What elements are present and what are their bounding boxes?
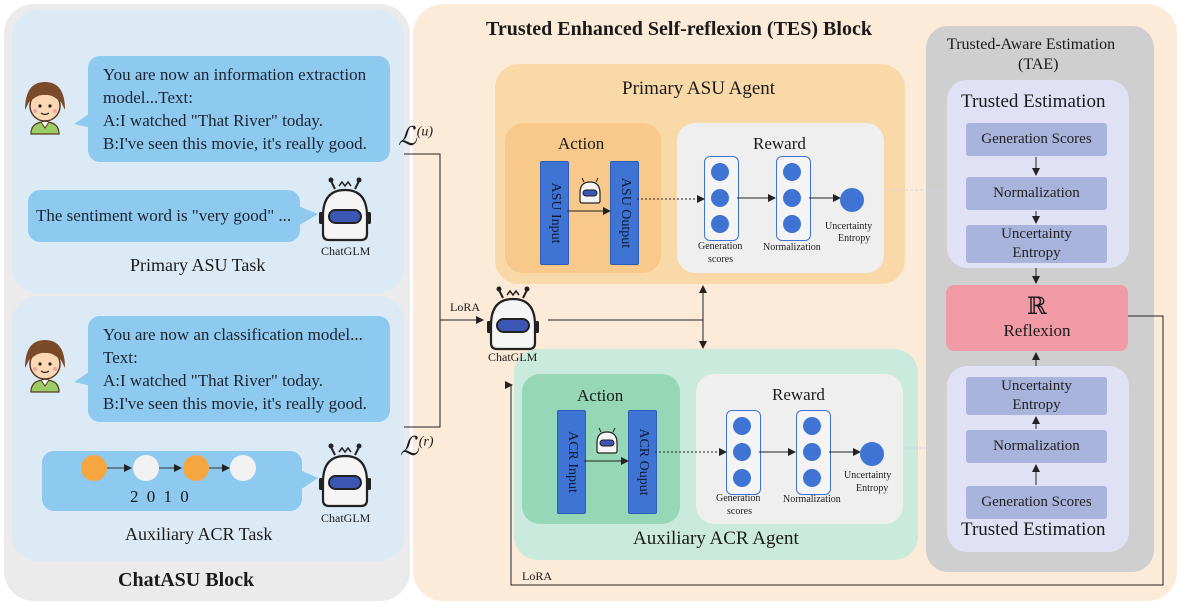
primary-prompt-line-2: model...Text: bbox=[103, 88, 193, 107]
user-avatar-icon bbox=[24, 339, 66, 393]
primary-norm-label: Normalization bbox=[763, 242, 821, 253]
aux-unc-label-2: Entropy bbox=[856, 483, 889, 494]
action-arrows bbox=[567, 195, 727, 465]
tae-title-2: (TAE) bbox=[1018, 56, 1059, 73]
user-avatar-icon bbox=[24, 81, 66, 135]
aux-sequence-chain bbox=[81, 455, 256, 481]
top-uncertainty-box: Uncertainty Entropy bbox=[966, 225, 1107, 263]
acr-input-bar: ACR Input bbox=[557, 410, 586, 514]
loss-r-sup: (r) bbox=[418, 434, 434, 450]
chatasu-block-title: ChatASU Block bbox=[118, 569, 255, 591]
top-generation-scores-box: Generation Scores bbox=[966, 123, 1107, 156]
small-robot-icon bbox=[579, 177, 601, 204]
aux-prompt-bubble bbox=[88, 316, 390, 422]
primary-agent-title: Primary ASU Agent bbox=[622, 78, 776, 99]
primary-prompt-bubble-tail bbox=[74, 112, 92, 128]
top-normalization-box: Normalization bbox=[966, 177, 1107, 210]
aux-task-label: Auxiliary ACR Task bbox=[125, 524, 273, 544]
aux-sequence-bubble-tail bbox=[300, 470, 318, 490]
bottom-generation-scores-box: Generation Scores bbox=[966, 486, 1107, 519]
trusted-estimation-bottom-title: Trusted Estimation bbox=[961, 519, 1106, 540]
small-robot-icon bbox=[596, 427, 618, 454]
primary-response-text: The sentiment word is "very good" ... bbox=[36, 206, 292, 225]
center-bot-label: ChatGLM bbox=[488, 350, 538, 364]
aux-unc-label-1: Uncertainty bbox=[844, 470, 892, 481]
aux-norm-label: Normalization bbox=[783, 494, 841, 505]
tae-title-1: Trusted-Aware Estimation bbox=[947, 36, 1116, 53]
primary-task-label: Primary ASU Task bbox=[130, 255, 266, 275]
acr-output-bar: ACR Ouput bbox=[628, 410, 657, 514]
asu-output-bar: ASU Output bbox=[610, 161, 639, 265]
tes-block-title: Trusted Enhanced Self-reflexion (TES) Bl… bbox=[486, 18, 872, 40]
chatglm-robot-icon bbox=[317, 176, 373, 242]
aux-prompt-line-2: Text: bbox=[103, 348, 138, 367]
aux-agent-title: Auxiliary ACR Agent bbox=[633, 528, 799, 549]
reflexion-label: Reflexion bbox=[1003, 321, 1071, 340]
loss-r: ℒ(r) bbox=[400, 432, 434, 462]
primary-gen-label-1: Generation bbox=[698, 241, 743, 252]
reflexion-box: ℝ Reflexion bbox=[946, 285, 1128, 351]
aux-bot-label: ChatGLM bbox=[321, 511, 371, 525]
aux-prompt-line-1: You are now an classification model... bbox=[103, 325, 363, 344]
primary-response-bubble bbox=[28, 190, 300, 242]
aux-prompt-bubble-tail bbox=[74, 370, 92, 386]
primary-response-bubble-tail bbox=[298, 206, 318, 226]
aux-sequence-label: 2 0 1 0 bbox=[130, 487, 191, 506]
aux-action-label: Action bbox=[577, 386, 624, 405]
loss-u: ℒ(u) bbox=[398, 122, 433, 152]
aux-gen-label-2: scores bbox=[727, 506, 752, 517]
primary-gen-label-2: scores bbox=[708, 254, 733, 265]
primary-prompt-bubble bbox=[88, 56, 390, 162]
aux-reward-label: Reward bbox=[772, 385, 825, 404]
primary-unc-label-1: Uncertainty bbox=[825, 221, 873, 232]
aux-reward-network bbox=[733, 417, 947, 487]
primary-action-label: Action bbox=[558, 134, 605, 153]
loss-r-base: ℒ bbox=[400, 432, 419, 461]
primary-reward-label: Reward bbox=[753, 134, 806, 153]
primary-bot-label: ChatGLM bbox=[321, 244, 371, 258]
primary-prompt-line-4: B:I've seen this movie, it's really good… bbox=[103, 134, 367, 153]
trusted-estimation-top-title: Trusted Estimation bbox=[961, 91, 1106, 112]
primary-prompt-line-1: You are now an information extraction bbox=[103, 65, 367, 84]
loss-connectors bbox=[404, 153, 1164, 586]
bottom-normalization-box: Normalization bbox=[966, 430, 1107, 463]
bottom-uncertainty-box: Uncertainty Entropy bbox=[966, 377, 1107, 415]
primary-unc-label-2: Entropy bbox=[838, 233, 871, 244]
asu-input-bar: ASU Input bbox=[540, 161, 569, 265]
chatglm-robot-icon bbox=[485, 285, 541, 351]
aux-prompt-line-4: B:I've seen this movie, it's really good… bbox=[103, 394, 367, 413]
aux-prompt-line-3: A:I watched "That River" today. bbox=[103, 371, 324, 390]
primary-prompt-line-3: A:I watched "That River" today. bbox=[103, 111, 324, 130]
loss-u-sup: (u) bbox=[416, 124, 434, 140]
loss-u-base: ℒ bbox=[398, 122, 417, 151]
lora-top-label: LoRA bbox=[450, 300, 480, 314]
reflexion-symbol: ℝ bbox=[1027, 294, 1047, 320]
aux-gen-label-1: Generation bbox=[716, 493, 761, 504]
lora-bottom-label: LoRA bbox=[522, 569, 552, 583]
primary-reward-network bbox=[711, 163, 945, 233]
chatglm-robot-icon bbox=[317, 442, 373, 508]
